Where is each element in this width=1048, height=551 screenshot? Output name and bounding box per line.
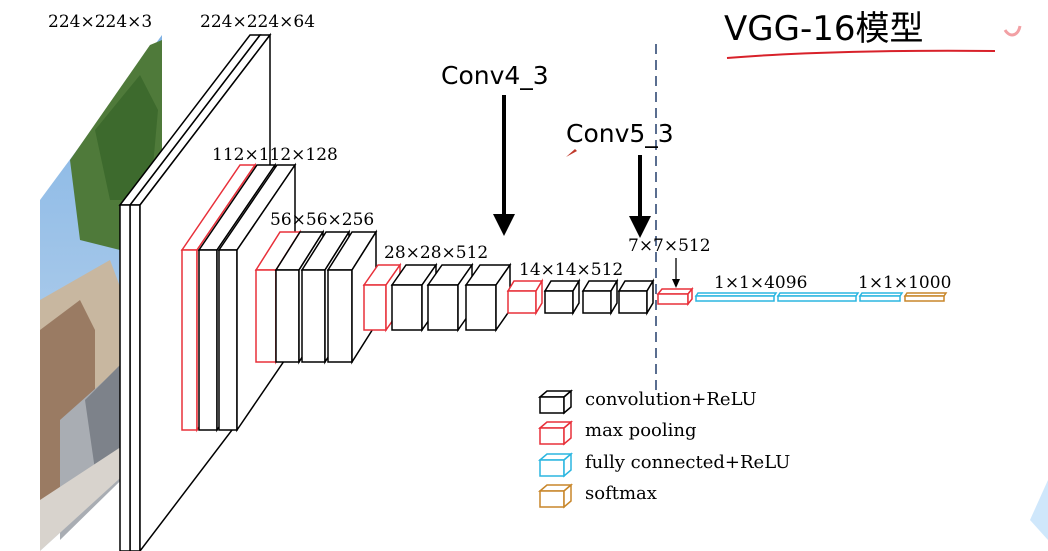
output-size-label: 1×1×1000 [858,273,951,293]
conv3-size-label: 56×56×256 [270,210,374,230]
conv4-blocks [362,262,512,333]
legend-item-conv: convolution+ReLU [537,389,757,415]
conv4-size-label: 28×28×512 [384,243,488,263]
corner-decoration [1030,480,1048,540]
conv4-3-annotation: Conv4_3 [441,61,549,90]
conv4-3-arrow [493,95,515,236]
conv3-blocks [254,229,378,365]
legend-label-conv: convolution+ReLU [585,389,757,410]
conv5-3-annotation: Conv5_3 [566,119,674,148]
input-size-label: 224×224×3 [48,12,152,32]
legend-label-softmax: softmax [585,483,657,504]
pool5-arrow [672,258,680,288]
conv5-blocks [506,278,655,316]
pool5-size-label: 7×7×512 [628,236,711,256]
legend-item-softmax: softmax [537,483,657,509]
conv1-size-label: 224×224×64 [200,12,315,32]
legend-item-pool: max pooling [537,420,697,446]
fc-size-label: 1×1×4096 [714,273,807,293]
legend-label-fc: fully connected+ReLU [585,452,790,473]
title-underline [726,49,996,59]
page-title: VGG-16模型 [724,9,923,49]
legend: convolution+ReLU max pooling fully conne… [537,389,790,509]
legend-item-fc: fully connected+ReLU [537,452,790,478]
conv5-3-arrow [629,155,651,238]
conv2-size-label: 112×112×128 [212,145,338,165]
legend-label-pool: max pooling [585,420,697,441]
red-mark [1003,25,1022,37]
cursor-mark [566,149,577,157]
conv5-size-label: 14×14×512 [519,260,623,280]
fc-blocks [656,286,948,307]
